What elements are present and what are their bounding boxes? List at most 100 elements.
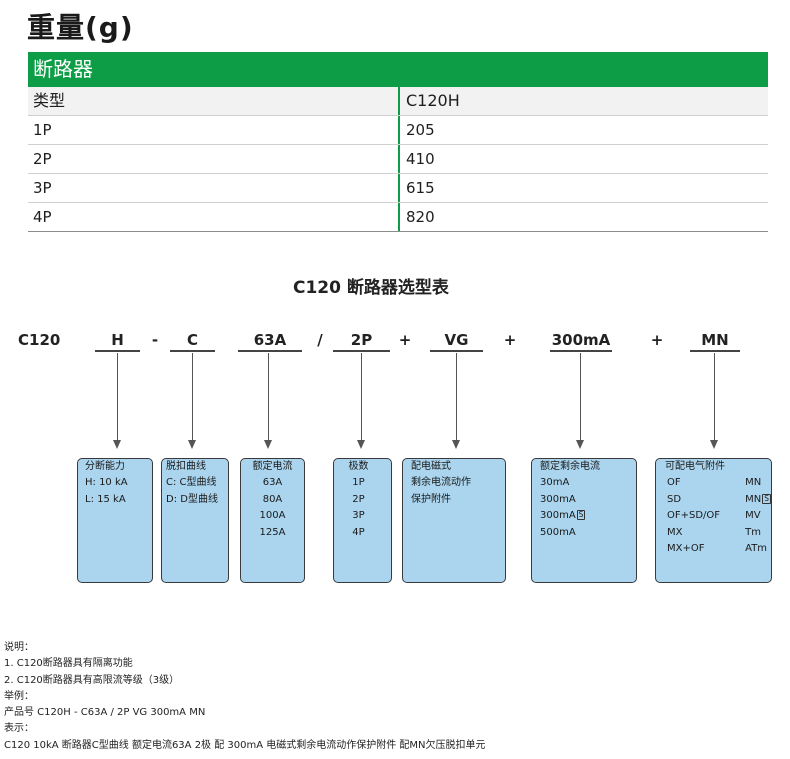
box-title: 分断能力	[85, 461, 125, 472]
note-item: 1. C120断路器具有隔离功能	[4, 658, 133, 670]
table-row: 4P 820	[28, 203, 768, 232]
box-item: MX+OF	[667, 543, 705, 555]
box-line: 保护附件	[411, 493, 451, 505]
code-separator: -	[151, 331, 159, 349]
meaning-heading: 表示：	[4, 723, 34, 735]
notes-heading: 说明：	[4, 642, 34, 653]
table-header-row: 类型 C120H	[28, 87, 768, 116]
box-item: 300mA	[540, 492, 636, 508]
table-cell-weight: 615	[398, 174, 768, 202]
selection-chart-title: C120 断路器选型表	[293, 278, 449, 298]
box-item: 500mA	[540, 525, 636, 541]
code-separator: +	[650, 331, 664, 349]
code-separator: +	[503, 331, 517, 349]
box-item-text: 300mA	[540, 493, 576, 505]
box-item: MX	[667, 526, 683, 538]
note-item: 2. C120断路器具有高限流等级（3级）	[4, 674, 180, 686]
box-line: 剩余电流动作	[411, 477, 471, 489]
box-title: 脱扣曲线	[166, 461, 206, 472]
box-item: ATm	[745, 541, 771, 557]
code-breaking-capacity: H	[95, 330, 140, 352]
example-text: 产品号 C120H - C63A / 2P VG 300mA MN	[4, 707, 206, 719]
code-separator: /	[317, 331, 323, 349]
box-title: 可配电气附件	[665, 461, 725, 472]
box-title: 额定剩余电流	[540, 461, 600, 472]
arrow-down-icon	[264, 353, 272, 449]
table-cell-weight: 205	[398, 116, 768, 144]
box-item: OF+SD/OF	[667, 510, 721, 522]
box-title: 极数	[348, 461, 369, 472]
table-row: 3P 615	[28, 174, 768, 203]
arrow-down-icon	[188, 353, 196, 449]
box-item: OF	[667, 477, 681, 489]
notes-section: 说明： 1. C120断路器具有隔离功能 2. C120断路器具有高限流等级（3…	[4, 640, 486, 754]
box-item-text: Tm	[745, 526, 761, 538]
code-trip-curve: C	[170, 330, 215, 352]
box-item-text: ATm	[745, 543, 768, 555]
page-title: 重量(g)	[27, 11, 134, 44]
code-series: C120	[18, 331, 61, 349]
selective-badge: S	[762, 493, 771, 504]
arrow-down-icon	[357, 353, 365, 449]
weight-table: 类型 C120H 1P 205 2P 410 3P 615 4P 820	[28, 87, 768, 232]
code-separator: +	[398, 331, 412, 349]
table-row: 1P 205	[28, 116, 768, 145]
box-item: MV	[745, 508, 771, 524]
box-item: D: D型曲线	[166, 493, 218, 505]
section-label: 断路器	[33, 57, 93, 81]
table-cell-poles: 3P	[33, 179, 52, 197]
arrow-down-icon	[113, 353, 121, 449]
code-residual-current: 300mA	[550, 330, 612, 352]
column-header-model: C120H	[398, 87, 768, 115]
code-rated-current: 63A	[238, 330, 302, 352]
section-header-bar: 断路器	[28, 52, 768, 87]
table-cell-weight: 410	[398, 145, 768, 173]
column-header-type: 类型	[33, 91, 66, 110]
table-cell-poles: 1P	[33, 121, 52, 139]
rated-current-box: 额定电流 63A 80A 100A 125A	[240, 458, 305, 583]
box-item: 3P	[352, 510, 365, 522]
box-line: 配电磁式	[411, 461, 451, 472]
code-accessory: MN	[690, 330, 740, 352]
box-item: Tm	[745, 525, 771, 541]
box-item-text: 500mA	[540, 526, 576, 538]
meaning-text: C120 10kA 断路器C型曲线 额定电流63A 2极 配 300mA 电磁式…	[4, 739, 486, 751]
box-item: SD	[667, 493, 682, 505]
box-title: 额定电流	[252, 461, 293, 472]
box-item-text: MV	[745, 510, 761, 522]
box-item: 63A	[262, 477, 283, 489]
rcd-module-box: 配电磁式 剩余电流动作 保护附件	[402, 458, 506, 583]
box-item: 30mA	[540, 475, 636, 491]
selective-badge: S	[576, 510, 586, 521]
arrow-down-icon	[710, 353, 718, 449]
table-cell-weight: 820	[398, 203, 768, 231]
box-item: 80A	[262, 493, 283, 505]
box-item: 2P	[352, 493, 365, 505]
poles-box: 极数 1P 2P 3P 4P	[333, 458, 392, 583]
accessory-column-left: OF SD OF+SD/OF MX MX+OF	[665, 475, 745, 557]
code-poles: 2P	[333, 330, 390, 352]
code-rcd-module: VG	[430, 330, 483, 352]
arrow-down-icon	[452, 353, 460, 449]
box-item: 4P	[352, 526, 365, 538]
table-cell-poles: 2P	[33, 150, 52, 168]
trip-curve-box: 脱扣曲线 C: C型曲线 D: D型曲线	[161, 458, 229, 583]
box-item-text: MN	[745, 477, 762, 489]
breaking-capacity-box: 分断能力 H: 10 kA L: 15 kA	[77, 458, 153, 583]
box-item: MN	[745, 475, 771, 491]
box-item: H: 10 kA	[85, 477, 128, 489]
table-cell-poles: 4P	[33, 208, 52, 226]
box-item: 100A	[259, 510, 286, 522]
box-item: 125A	[259, 526, 286, 538]
box-item: 1P	[352, 477, 365, 489]
box-item: C: C型曲线	[166, 477, 217, 489]
box-item-text: 300mA	[540, 510, 576, 522]
box-item-text: MN	[745, 493, 762, 505]
example-heading: 举例：	[4, 690, 34, 702]
